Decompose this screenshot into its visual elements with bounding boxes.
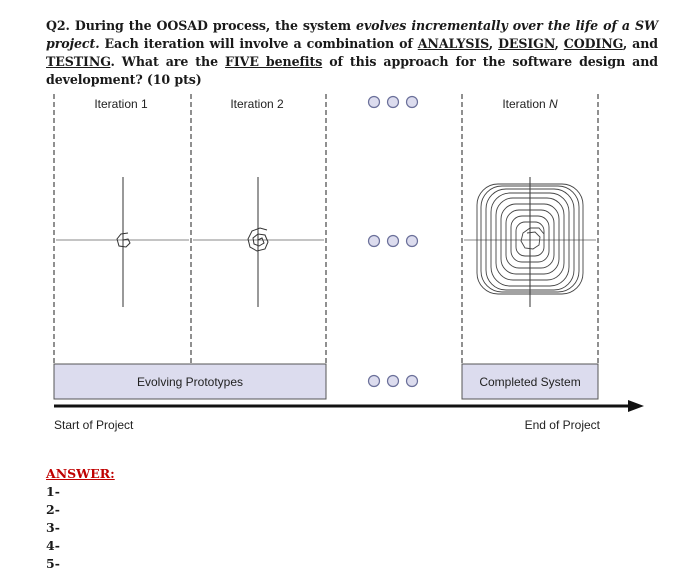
answer-label: ANSWER: [46,466,115,481]
dot [386,234,400,248]
spiral-ring [515,221,545,257]
dot [405,374,419,388]
answer-item[interactable]: 2- [46,502,60,517]
iteration-n-letter: N [549,97,558,111]
dot [405,95,419,109]
question-after-terms: . What are the [110,54,226,69]
answer-item[interactable]: 1- [46,484,60,499]
spiral-core [520,227,545,250]
iteration-1-crosshair [56,177,189,307]
dot [367,234,381,248]
answer-item[interactable]: 4- [46,538,60,553]
spiral-ring [476,183,584,295]
term-separator: , [554,36,564,51]
spiral-ring [495,197,565,281]
dot [386,95,400,109]
completed-system-box [461,363,599,400]
spiral-ring [505,209,555,269]
ellipsis-dots-top [367,95,419,109]
five-benefits: FIVE benefits [225,54,323,69]
spiral-ring [490,192,570,287]
evolving-prototypes-label: Evolving Prototypes [137,375,243,389]
question-line2-start: Each iteration will involve a combinatio… [99,36,418,51]
spiral-ring [480,185,580,293]
spiral-ring [510,215,550,263]
question-prefix: Q2. During the OOSAD process, the system [46,18,357,33]
term-design: DESIGN [498,36,555,51]
question-emphasis: evolves incrementally over the life of a… [46,18,658,51]
iteration-n-word: Iteration [502,97,549,111]
iteration-1-label: Iteration 1 [94,97,148,111]
ellipsis-dots-bottom [367,374,419,388]
spiral-ring [485,188,575,291]
dot [405,234,419,248]
term-separator: , [488,36,499,51]
ellipsis-dots-middle [367,234,419,248]
completed-system-label: Completed System [479,375,580,389]
iteration-n-crosshair [464,177,596,307]
answer-item[interactable]: 3- [46,520,60,535]
dot [367,374,381,388]
term-coding: CODING [563,36,623,51]
dot [367,95,381,109]
iteration-1-spiral [116,232,131,248]
dot [386,374,400,388]
iteration-2-label: Iteration 2 [230,97,284,111]
term-separator: , and [622,36,658,51]
iteration-n-spiral [476,183,584,295]
question-ending: of this approach for the software design… [46,54,658,87]
iteration-2-crosshair [193,177,324,307]
iteration-n-label: Iteration N [502,97,558,111]
column-dividers [53,94,599,398]
answer-section: ANSWER: 1- 2- 3- 4- 5- [46,465,115,573]
start-of-project-label: Start of Project [54,418,134,432]
term-analysis: ANALYSIS [417,36,489,51]
term-testing: TESTING [46,54,111,69]
end-of-project-label: End of Project [525,418,601,432]
evolving-prototypes-box [53,363,327,400]
answer-item[interactable]: 5- [46,556,60,571]
timeline-arrowhead [628,400,644,412]
spiral-ring [500,203,560,275]
iteration-2-spiral [247,227,269,252]
question-text: Q2. During the OOSAD process, the system… [46,17,658,89]
